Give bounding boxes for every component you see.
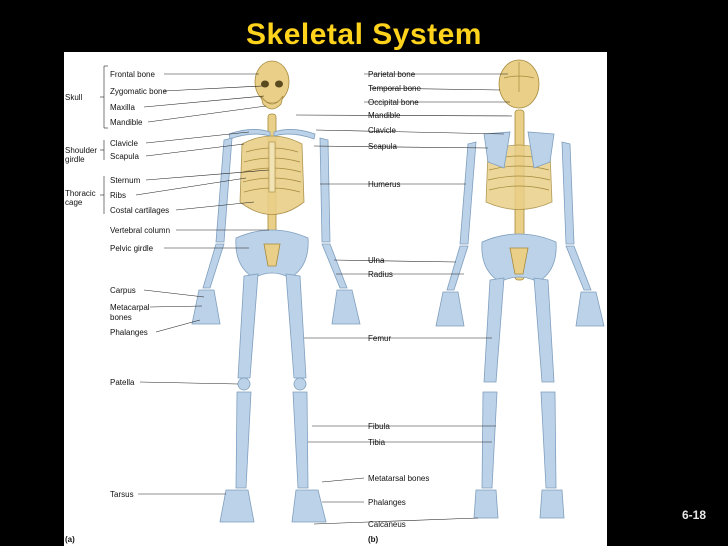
forearm-right: [321, 243, 348, 289]
label-phalanges-b: Phalanges: [368, 498, 406, 507]
posterior-skeleton: [435, 59, 605, 519]
label-scapula-a: Scapula: [110, 152, 139, 161]
hand-back-left: [435, 291, 465, 327]
femur-right: [285, 273, 307, 379]
forearm-back-right: [565, 245, 592, 291]
slide-number: 6-18: [681, 508, 706, 522]
tibia-right: [292, 391, 309, 489]
scapula-left: [483, 131, 511, 169]
eye-socket-left: [261, 80, 269, 88]
label-scapula-b: Scapula: [368, 142, 397, 151]
heel-back-right: [539, 489, 565, 519]
shoulder-line1: Shoulder: [65, 146, 97, 155]
leader-lines-a: [100, 65, 270, 495]
femur-left: [237, 273, 259, 379]
label-parietal-bone: Parietal bone: [368, 70, 416, 79]
mandible-front: [260, 95, 284, 110]
slide-title: Skeletal System: [246, 18, 482, 51]
label-carpus: Carpus: [110, 286, 136, 295]
forearm-left: [202, 243, 225, 289]
label-maxilla: Maxilla: [110, 103, 135, 112]
humerus-back-left: [459, 141, 477, 245]
skeleton-diagram-panel: Skull Shoulder girdle Thoracic cage Fron…: [64, 52, 607, 546]
humerus-back-right: [561, 141, 575, 245]
panel-letter-b: (b): [368, 535, 379, 544]
label-mandible-a: Mandible: [110, 118, 143, 127]
foot-left: [219, 489, 255, 523]
femur-back-left: [483, 277, 505, 383]
metacarpal-line2: bones: [110, 313, 132, 322]
label-patella: Patella: [110, 378, 135, 387]
label-metacarpal-bones: Metacarpal bones: [110, 303, 152, 322]
thoracic-line1: Thoracic: [65, 189, 96, 198]
group-label-thoracic-cage: Thoracic cage: [65, 189, 98, 207]
group-label-skull: Skull: [65, 93, 83, 102]
label-radius: Radius: [368, 270, 393, 279]
eye-socket-right: [275, 80, 283, 88]
label-ulna: Ulna: [368, 256, 385, 265]
sternum: [268, 141, 276, 193]
sacrum-back: [509, 247, 529, 275]
label-zygomatic-bone: Zygomatic bone: [110, 87, 167, 96]
hand-back-right: [575, 291, 605, 327]
panel-letter-a: (a): [65, 535, 75, 544]
label-tarsus: Tarsus: [110, 490, 134, 499]
label-frontal-bone: Frontal bone: [110, 70, 155, 79]
clavicle-right: [273, 129, 316, 140]
heel-back-left: [473, 489, 499, 519]
label-sternum: Sternum: [110, 176, 141, 185]
tibia-left: [235, 391, 252, 489]
hand-left: [191, 289, 221, 325]
label-pelvic-girdle: Pelvic girdle: [110, 244, 154, 253]
label-fibula: Fibula: [368, 422, 390, 431]
metacarpal-line1: Metacarpal: [110, 303, 150, 312]
label-temporal-bone: Temporal bone: [368, 84, 421, 93]
patella-right: [293, 377, 307, 391]
label-costal-cartilages: Costal cartilages: [110, 206, 169, 215]
skeleton-diagram: Skull Shoulder girdle Thoracic cage Fron…: [65, 59, 605, 544]
femur-back-right: [533, 277, 555, 383]
tibia-back-right: [540, 391, 557, 489]
tibia-back-left: [481, 391, 498, 489]
shoulder-line2: girdle: [65, 155, 85, 164]
thoracic-line2: cage: [65, 198, 83, 207]
label-calcaneus: Calcaneus: [368, 520, 406, 529]
humerus-left: [215, 137, 233, 243]
label-clavicle-a: Clavicle: [110, 139, 139, 148]
scapula-right: [527, 131, 555, 169]
skull-front: [254, 60, 290, 104]
label-ribs: Ribs: [110, 191, 126, 200]
label-femur: Femur: [368, 334, 391, 343]
sacrum-front: [263, 243, 281, 267]
label-mandible-b: Mandible: [368, 111, 401, 120]
label-phalanges-a: Phalanges: [110, 328, 148, 337]
clavicle-left: [228, 129, 271, 140]
hand-right: [331, 289, 361, 325]
label-humerus: Humerus: [368, 180, 400, 189]
label-metatarsal-bones: Metatarsal bones: [368, 474, 429, 483]
group-label-shoulder-girdle: Shoulder girdle: [65, 146, 99, 164]
forearm-back-left: [446, 245, 469, 291]
leader-lines-b: [295, 73, 513, 525]
foot-right: [291, 489, 327, 523]
label-occipital-bone: Occipital bone: [368, 98, 419, 107]
label-clavicle-b: Clavicle: [368, 126, 397, 135]
label-tibia: Tibia: [368, 438, 386, 447]
humerus-right: [319, 137, 331, 243]
anterior-skeleton: [191, 60, 361, 523]
label-vertebral-column: Vertebral column: [110, 226, 170, 235]
patella-left: [237, 377, 251, 391]
